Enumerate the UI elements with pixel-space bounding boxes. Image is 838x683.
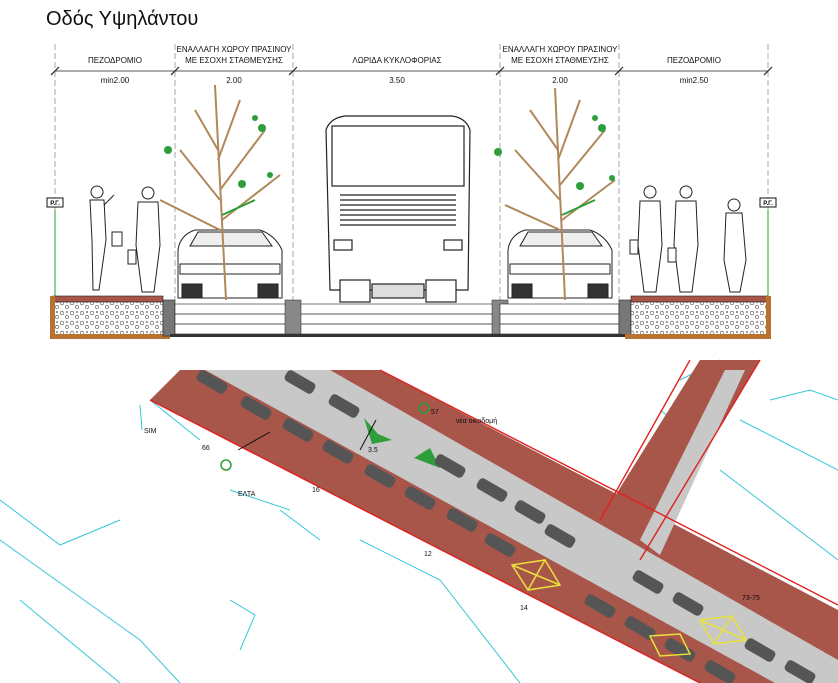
bus-front-view bbox=[325, 115, 471, 303]
road-markings bbox=[510, 559, 748, 657]
parked-car-right bbox=[507, 229, 613, 299]
zone-label-sidewalk-left: ΠΕΖΟΔΡΟΜΙΟ bbox=[88, 56, 142, 65]
label-73-75: 73-75 bbox=[742, 595, 760, 602]
zone-label-green-right: ΕΝΑΛΛΑΓΗ ΧΩΡΟΥ ΠΡΑΣΙΝΟΥ bbox=[502, 45, 618, 54]
label-12: 12 bbox=[424, 551, 432, 558]
zone-dim-green-right: 2.00 bbox=[552, 76, 568, 85]
zone-label-green-right-line2: ΜΕ ΕΣΟΧΗ ΣΤΑΘΜΕΥΣΗΣ bbox=[511, 56, 609, 65]
green-island bbox=[364, 418, 392, 444]
parked-car-left bbox=[177, 229, 283, 299]
label-14: 14 bbox=[520, 605, 528, 612]
label-16: 16 bbox=[312, 487, 320, 494]
ground-section bbox=[50, 295, 771, 339]
plan-dimension-lines bbox=[237, 419, 377, 451]
zone-dim-sidewalk-right: min2.50 bbox=[680, 76, 709, 85]
zone-dim-sidewalk-left: min2.00 bbox=[101, 76, 130, 85]
dimension-line bbox=[50, 44, 773, 300]
label-new-building: νέα οικοδομή bbox=[456, 417, 497, 425]
zone-dim-traffic-lane: 3.50 bbox=[389, 76, 405, 85]
label-57: 57 bbox=[431, 409, 439, 416]
pedestrian-figure bbox=[667, 185, 699, 293]
pedestrian-figure bbox=[89, 185, 123, 291]
property-line-label-right: Ρ.Γ. bbox=[763, 201, 773, 207]
pedestrian-figure bbox=[723, 198, 747, 293]
pedestrian-figure bbox=[629, 185, 663, 293]
green-marker-57 bbox=[418, 402, 430, 414]
property-line-marker-right: Ρ.Γ. bbox=[759, 197, 777, 296]
pedestrian-figure bbox=[127, 186, 161, 293]
tree-left bbox=[159, 84, 281, 301]
green-marker-elta bbox=[220, 459, 232, 471]
page-title: Οδός Υψηλάντου bbox=[46, 8, 199, 30]
street-cross-section: ΠΕΖΟΔΡΟΜΙΟ min2.00 ΕΝΑΛΛΑΓΗ ΧΩΡΟΥ ΠΡΑΣΙΝ… bbox=[46, 44, 777, 339]
property-line-marker-left: Ρ.Γ. bbox=[46, 197, 64, 296]
label-66: 66 bbox=[202, 445, 210, 452]
zone-label-sidewalk-right: ΠΕΖΟΔΡΟΜΙΟ bbox=[667, 56, 721, 65]
parked-cars-plan bbox=[196, 370, 816, 683]
property-line-label-left: Ρ.Γ. bbox=[50, 201, 60, 207]
tree-right bbox=[494, 87, 616, 301]
label-elta: ΕΛΤΑ bbox=[238, 491, 256, 498]
zone-label-green-left-line2: ΜΕ ΕΣΟΧΗ ΣΤΑΘΜΕΥΣΗΣ bbox=[185, 56, 283, 65]
label-sim: SIM bbox=[144, 428, 157, 435]
property-lines bbox=[149, 359, 838, 683]
green-island bbox=[414, 448, 440, 468]
zone-dim-green-left: 2.00 bbox=[226, 76, 242, 85]
label-width-3-5: 3.5 bbox=[368, 447, 378, 454]
side-street-road bbox=[640, 370, 745, 555]
zone-label-green-left: ΕΝΑΛΛΑΓΗ ΧΩΡΟΥ ΠΡΑΣΙΝΟΥ bbox=[176, 45, 292, 54]
zone-label-traffic-lane: ΛΩΡΙΔΑ ΚΥΚΛΟΦΟΡΙΑΣ bbox=[352, 56, 441, 65]
